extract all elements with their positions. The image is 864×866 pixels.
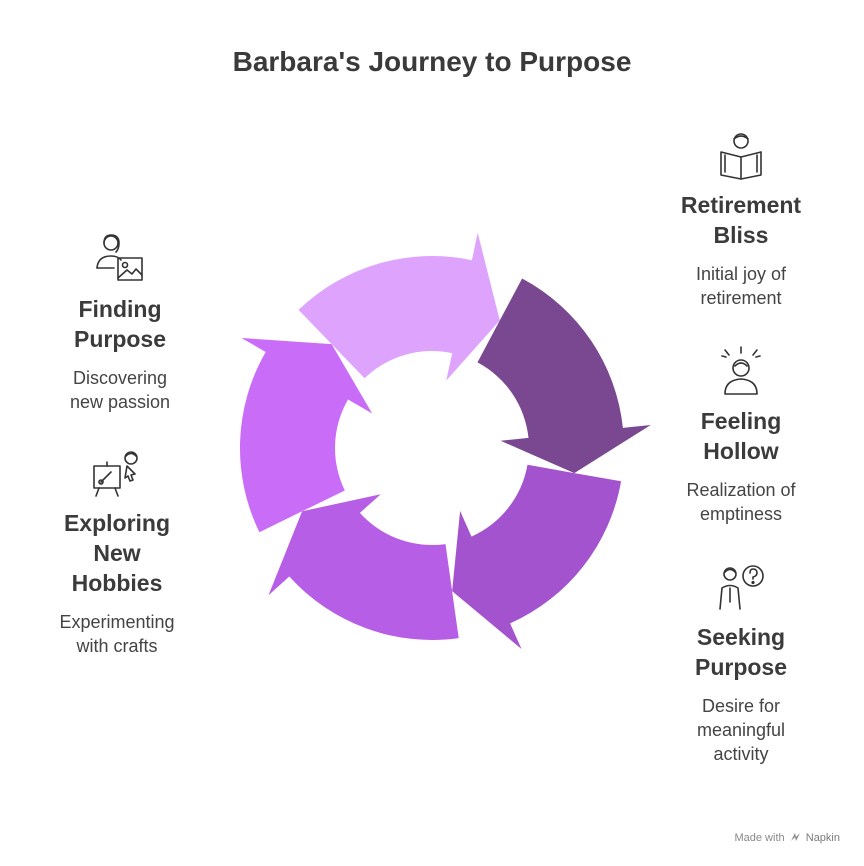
- stage-feeling-hollow: Feeling Hollow Realization of emptiness: [651, 346, 831, 526]
- questioning-person-icon: [719, 565, 764, 610]
- diagram-title: Barbara's Journey to Purpose: [232, 46, 632, 77]
- stressed-person-icon: [721, 346, 761, 395]
- reading-person-icon: [720, 133, 762, 180]
- stage-finding-purpose: Finding Purpose Discovering new passion: [30, 232, 210, 414]
- footer-prefix: Made with: [734, 832, 785, 844]
- painting-easel-icon: [93, 451, 138, 497]
- stage-exploring-new-hobbies: Exploring New Hobbies Experimenting with…: [27, 448, 207, 658]
- stage-description: Experimenting with crafts: [59, 612, 175, 656]
- footer-credit: Made with Napkin: [734, 832, 840, 844]
- stage-heading: Retirement Bliss: [680, 192, 802, 248]
- stage-seeking-purpose: Seeking Purpose Desire for meaningful ac…: [651, 562, 831, 766]
- stage-description: Discovering new passion: [69, 368, 171, 412]
- stage-retirement-bliss: Retirement Bliss Initial joy of retireme…: [651, 130, 831, 310]
- footer-brand: Napkin: [805, 832, 840, 844]
- stage-description: Initial joy of retirement: [695, 264, 787, 308]
- napkin-logo-icon: [790, 833, 800, 841]
- stage-heading: Finding Purpose: [73, 296, 167, 352]
- person-with-picture-icon: [96, 234, 143, 281]
- cycle-arrow-exploring-new-hobbies: [239, 338, 373, 533]
- stage-description: Realization of emptiness: [686, 480, 796, 524]
- cycle-arrow-finding-purpose: [298, 232, 500, 381]
- stage-heading: Feeling Hollow: [700, 408, 782, 464]
- stage-heading: Seeking Purpose: [694, 624, 788, 680]
- cycle-arrow-seeking-purpose: [268, 494, 459, 640]
- cycle-arrow-feeling-hollow: [452, 464, 622, 649]
- stage-description: Desire for meaningful activity: [696, 696, 786, 764]
- cycle-arrow-retirement-bliss: [477, 278, 651, 474]
- stage-heading: Exploring New Hobbies: [63, 510, 171, 596]
